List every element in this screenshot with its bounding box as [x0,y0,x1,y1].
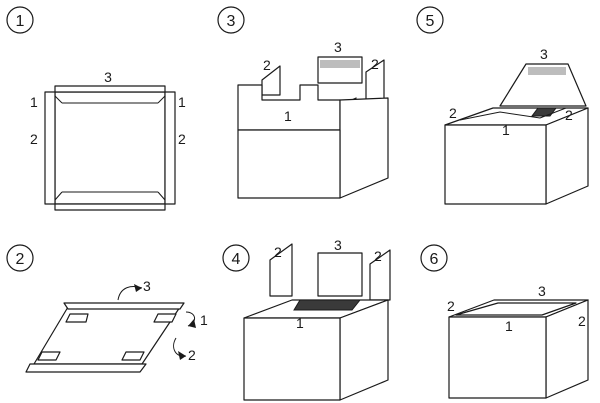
step-2: 2 3 1 2 [6,244,208,373]
back-flap-panel [317,252,363,297]
blank-top-strip [54,85,166,93]
lid-fold-line [459,107,567,121]
flat-blank-drawing [44,85,176,211]
panel-label: 1 [505,318,513,334]
panel-label: 1 [30,94,38,110]
panel-label: 1 [200,312,208,328]
step-number: 3 [227,13,236,30]
box-drawing [243,243,391,401]
step-number-circle [420,244,448,272]
blank-right-flap [164,91,176,205]
panel-label: 1 [502,122,510,138]
step-number-badge: 5 [416,6,444,34]
panel-label: 2 [578,313,586,329]
panel-label: 2 [178,131,186,147]
step-number-circle [222,244,250,272]
box-drawing [237,56,389,199]
corner-tab [121,351,145,361]
panel-label: 1 [284,108,292,124]
flap-shading [528,67,566,75]
step-4: 4 3 2 2 1 [222,237,391,401]
blank-left-flap [44,91,56,205]
step-number-circle [217,6,245,34]
box-front-side [237,129,341,199]
step-number: 5 [426,13,435,30]
lid-inner-outline [455,302,577,316]
inner-shadow [293,299,362,311]
box-drawing [448,299,589,399]
step-number-badge: 4 [222,244,250,272]
box-drawing [444,63,589,205]
box-right-side [339,97,389,199]
box-right-side [339,299,389,401]
left-side-flap [269,243,293,297]
panel-label: 3 [540,46,548,62]
step-number-circle [6,6,34,34]
panel-label: 2 [565,107,573,123]
step-number-circle [6,244,34,272]
step-1: 1 3 1 2 1 2 [6,6,186,211]
step-number: 1 [16,13,25,30]
box-front-side [444,124,547,205]
step-3: 3 3 2 2 1 [217,6,389,199]
blank-fold-line [157,95,166,104]
blank-bottom-strip [54,203,166,211]
corner-tab [153,313,177,323]
corner-tab [65,313,89,323]
blank-fold-line [54,95,63,104]
panel-label: 1 [178,94,186,110]
panel-label: 2 [263,57,271,73]
panel-label: 2 [449,105,457,121]
panel-label: 2 [274,244,282,260]
step-number-badge: 3 [217,6,245,34]
blank-fold-line [157,191,166,201]
arrowhead-icon [178,351,186,360]
blank-bottom-strip [25,363,147,373]
panel-label: 2 [188,347,196,363]
panel-label: 3 [334,237,342,253]
step-6: 6 3 2 2 1 [420,244,589,399]
panel-label: 3 [143,278,151,294]
arrowhead-icon [134,284,142,292]
flap-shading [320,60,360,68]
panel-label: 1 [296,315,304,331]
panel-label: 2 [371,56,379,72]
panel-label: 2 [30,131,38,147]
panel-label: 3 [334,39,342,55]
step-number: 2 [16,251,25,268]
box-front-side [448,316,547,399]
perspective-blank-drawing [25,302,185,373]
right-side-flap [369,249,391,301]
panel-label: 2 [447,298,455,314]
corner-tab [37,351,61,361]
arrowhead-icon [188,319,196,328]
step-number-circle [416,6,444,34]
step-number: 6 [430,251,439,268]
step-number-badge: 2 [6,244,34,272]
step-5: 5 3 2 2 1 [416,6,589,205]
panel-label: 2 [374,248,382,264]
panel-label: 3 [104,69,112,85]
box-front-side [243,317,341,401]
step-number-badge: 6 [420,244,448,272]
blank-top-strip [63,302,185,310]
step-number: 4 [232,251,241,268]
blank-base-panel [54,91,166,205]
step-number-badge: 1 [6,6,34,34]
blank-fold-line [54,191,63,201]
panel-label: 3 [538,283,546,299]
